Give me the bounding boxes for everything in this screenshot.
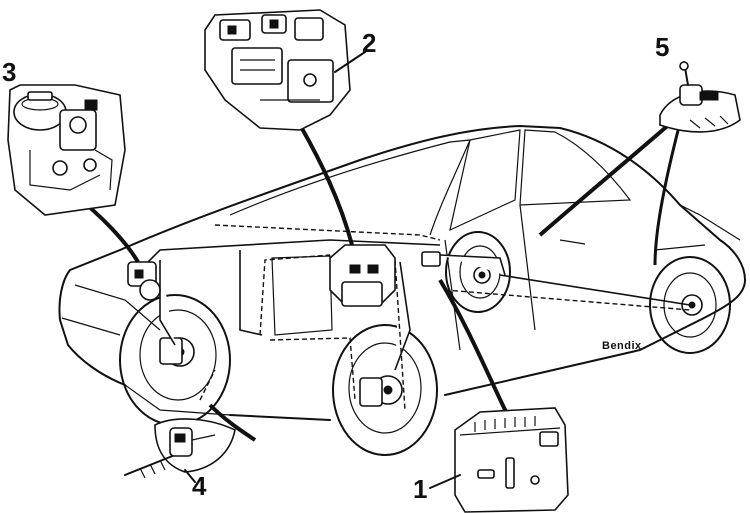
car-body bbox=[58, 125, 746, 421]
leader-lines bbox=[73, 113, 684, 442]
master-cylinder bbox=[127, 261, 161, 301]
callout-4: 4 bbox=[192, 471, 207, 501]
inset-wheel-sensor-front bbox=[124, 418, 236, 479]
callout-5: 5 bbox=[655, 32, 670, 62]
inset-wheel-sensor-rear bbox=[659, 61, 741, 133]
callout-1: 1 bbox=[413, 474, 428, 504]
ecu-mount bbox=[421, 251, 441, 267]
inset-hydraulic-unit bbox=[7, 84, 126, 216]
callout-2: 2 bbox=[362, 28, 377, 58]
wheel-rear-right bbox=[649, 256, 731, 354]
wheel-front-left bbox=[119, 294, 231, 426]
modulator-unit bbox=[329, 244, 396, 307]
wheel-front-right bbox=[332, 324, 438, 456]
sensor-wiring bbox=[199, 224, 691, 411]
callout-3: 3 bbox=[2, 57, 17, 87]
callout-pointers bbox=[184, 51, 461, 489]
brand-label: Bendix bbox=[602, 340, 642, 352]
inset-modulator-valve bbox=[204, 9, 351, 131]
wheel-rear-left bbox=[445, 231, 511, 313]
inset-control-unit bbox=[454, 407, 569, 513]
